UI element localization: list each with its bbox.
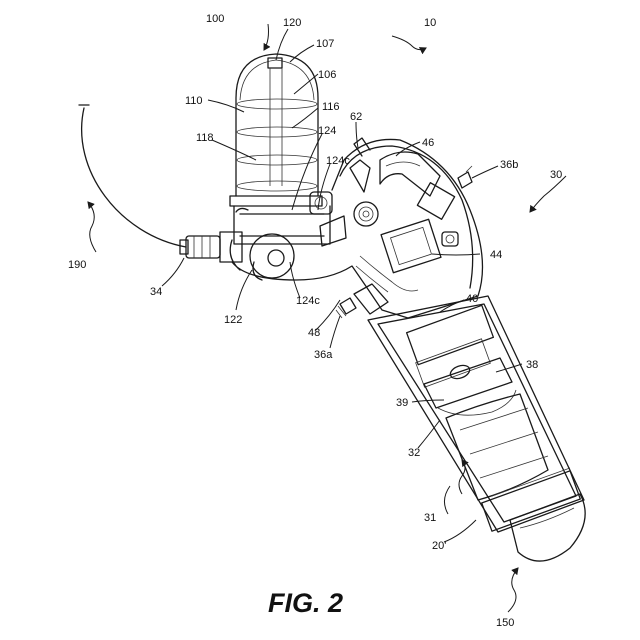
- label-150: 150: [496, 617, 514, 629]
- label-107: 107: [316, 38, 334, 50]
- dome-light: [230, 54, 322, 206]
- label-30: 30: [550, 169, 562, 181]
- label-34: 34: [150, 286, 162, 298]
- label-38: 38: [526, 359, 538, 371]
- label-124c-upper: 124c: [326, 155, 350, 167]
- label-122: 122: [224, 314, 242, 326]
- label-39: 39: [396, 397, 408, 409]
- label-106: 106: [318, 69, 336, 81]
- label-44: 44: [490, 249, 502, 261]
- label-100: 100: [206, 13, 224, 25]
- label-110: 110: [185, 95, 203, 107]
- figure-caption: FIG. 2: [268, 588, 343, 618]
- label-190: 190: [68, 259, 86, 271]
- label-116: 116: [322, 101, 340, 113]
- handle: [368, 296, 585, 561]
- label-118: 118: [196, 132, 214, 144]
- label-36b: 36b: [500, 159, 518, 171]
- label-36a: 36a: [314, 349, 333, 361]
- label-32: 32: [408, 447, 420, 459]
- mount-base: [234, 192, 346, 280]
- cable: [79, 105, 186, 247]
- label-124: 124: [318, 125, 336, 137]
- connector: [180, 232, 242, 262]
- label-20-prime: 20': [432, 540, 446, 552]
- label-120: 120: [283, 17, 301, 29]
- label-48: 48: [308, 327, 320, 339]
- label-10: 10: [424, 17, 436, 29]
- label-46: 46: [422, 137, 434, 149]
- label-62: 62: [350, 111, 362, 123]
- label-31: 31: [424, 512, 436, 524]
- label-40: 40: [466, 293, 478, 305]
- label-124c-lower: 124c: [296, 295, 320, 307]
